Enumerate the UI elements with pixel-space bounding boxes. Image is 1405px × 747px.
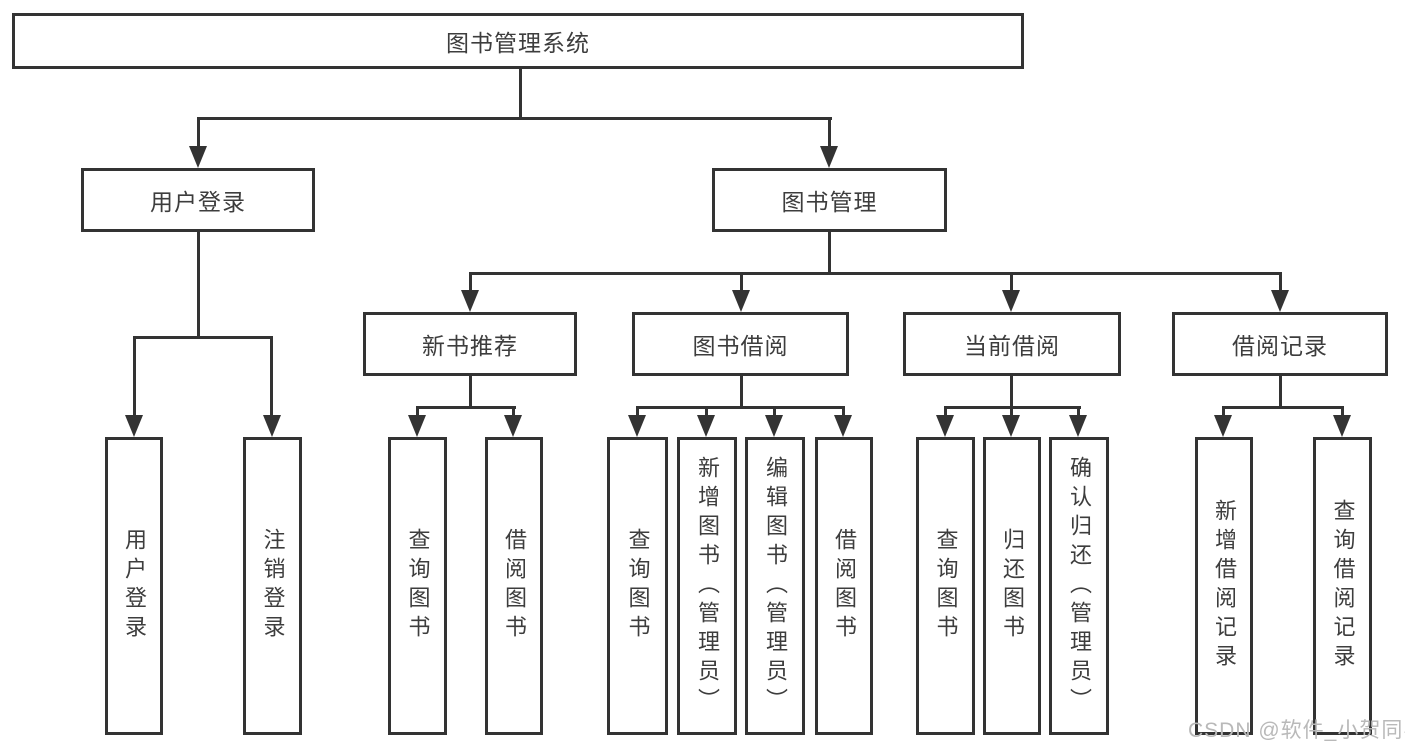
arrow-down-icon: [765, 415, 783, 437]
connector-line: [416, 406, 516, 409]
connector-line: [1010, 376, 1013, 409]
connector-line: [469, 376, 472, 409]
connector-line: [1222, 406, 1225, 418]
watermark: CSDN @软件_小贺同学: [1188, 719, 1405, 742]
connector-line: [197, 117, 832, 120]
arrow-down-icon: [263, 415, 281, 437]
arrow-down-icon: [732, 290, 750, 312]
leaf-edit-book-admin: 编辑图书（管理员）: [745, 437, 805, 735]
leaf-add-book-admin: 新增图书（管理员）: [677, 437, 737, 735]
arrow-down-icon: [1271, 290, 1289, 312]
leaf-query-books-borrow: 查询图书: [607, 437, 668, 735]
arrow-down-icon: [125, 415, 143, 437]
leaf-borrow-books-borrow: 借阅图书: [815, 437, 873, 735]
connector-line: [773, 406, 776, 418]
leaf-user-login: 用户登录: [105, 437, 163, 735]
node-new-book-recommend: 新书推荐: [363, 312, 577, 376]
arrow-down-icon: [461, 290, 479, 312]
arrow-down-icon: [1333, 415, 1351, 437]
node-current-borrow: 当前借阅: [903, 312, 1121, 376]
leaf-query-borrow-record: 查询借阅记录: [1313, 437, 1372, 735]
connector-line: [133, 336, 136, 416]
arrow-down-icon: [1002, 290, 1020, 312]
connector-line: [944, 406, 947, 418]
connector-line: [512, 406, 515, 418]
connector-line: [1279, 376, 1282, 409]
connector-line: [1010, 406, 1013, 418]
connector-line: [1222, 406, 1344, 409]
leaf-add-borrow-record: 新增借阅记录: [1195, 437, 1253, 735]
node-library-system: 图书管理系统: [12, 13, 1024, 69]
arrow-down-icon: [1069, 415, 1087, 437]
connector-line: [197, 117, 200, 150]
connector-line: [416, 406, 419, 418]
connector-line: [705, 406, 708, 418]
connector-line: [133, 336, 273, 339]
arrow-down-icon: [189, 146, 207, 168]
connector-line: [740, 272, 743, 302]
leaf-query-books-current: 查询图书: [916, 437, 975, 735]
leaf-query-books-recommend: 查询图书: [388, 437, 447, 735]
connector-line: [469, 272, 472, 302]
node-user-login: 用户登录: [81, 168, 315, 232]
arrow-down-icon: [408, 415, 426, 437]
leaf-borrow-books-recommend: 借阅图书: [485, 437, 543, 735]
connector-line: [197, 232, 200, 339]
arrow-down-icon: [697, 415, 715, 437]
leaf-confirm-return-admin: 确认归还（管理员）: [1049, 437, 1109, 735]
arrow-down-icon: [1214, 415, 1232, 437]
connector-line: [842, 406, 845, 418]
connector-line: [469, 272, 1282, 275]
arrow-down-icon: [504, 415, 522, 437]
connector-line: [636, 406, 845, 409]
connector-line: [828, 117, 831, 150]
node-book-management: 图书管理: [712, 168, 947, 232]
arrow-down-icon: [936, 415, 954, 437]
connector-line: [270, 336, 273, 416]
connector-line: [636, 406, 639, 418]
connector-line: [1341, 406, 1344, 418]
node-borrow-records: 借阅记录: [1172, 312, 1388, 376]
connector-line: [1279, 272, 1282, 302]
connector-line: [519, 69, 522, 119]
arrow-down-icon: [820, 146, 838, 168]
leaf-logout: 注销登录: [243, 437, 302, 735]
node-book-borrow: 图书借阅: [632, 312, 849, 376]
leaf-return-book: 归还图书: [983, 437, 1041, 735]
connector-line: [828, 232, 831, 275]
arrow-down-icon: [628, 415, 646, 437]
connector-line: [1010, 272, 1013, 302]
arrow-down-icon: [1002, 415, 1020, 437]
connector-line: [1077, 406, 1080, 418]
connector-line: [740, 376, 743, 409]
arrow-down-icon: [834, 415, 852, 437]
